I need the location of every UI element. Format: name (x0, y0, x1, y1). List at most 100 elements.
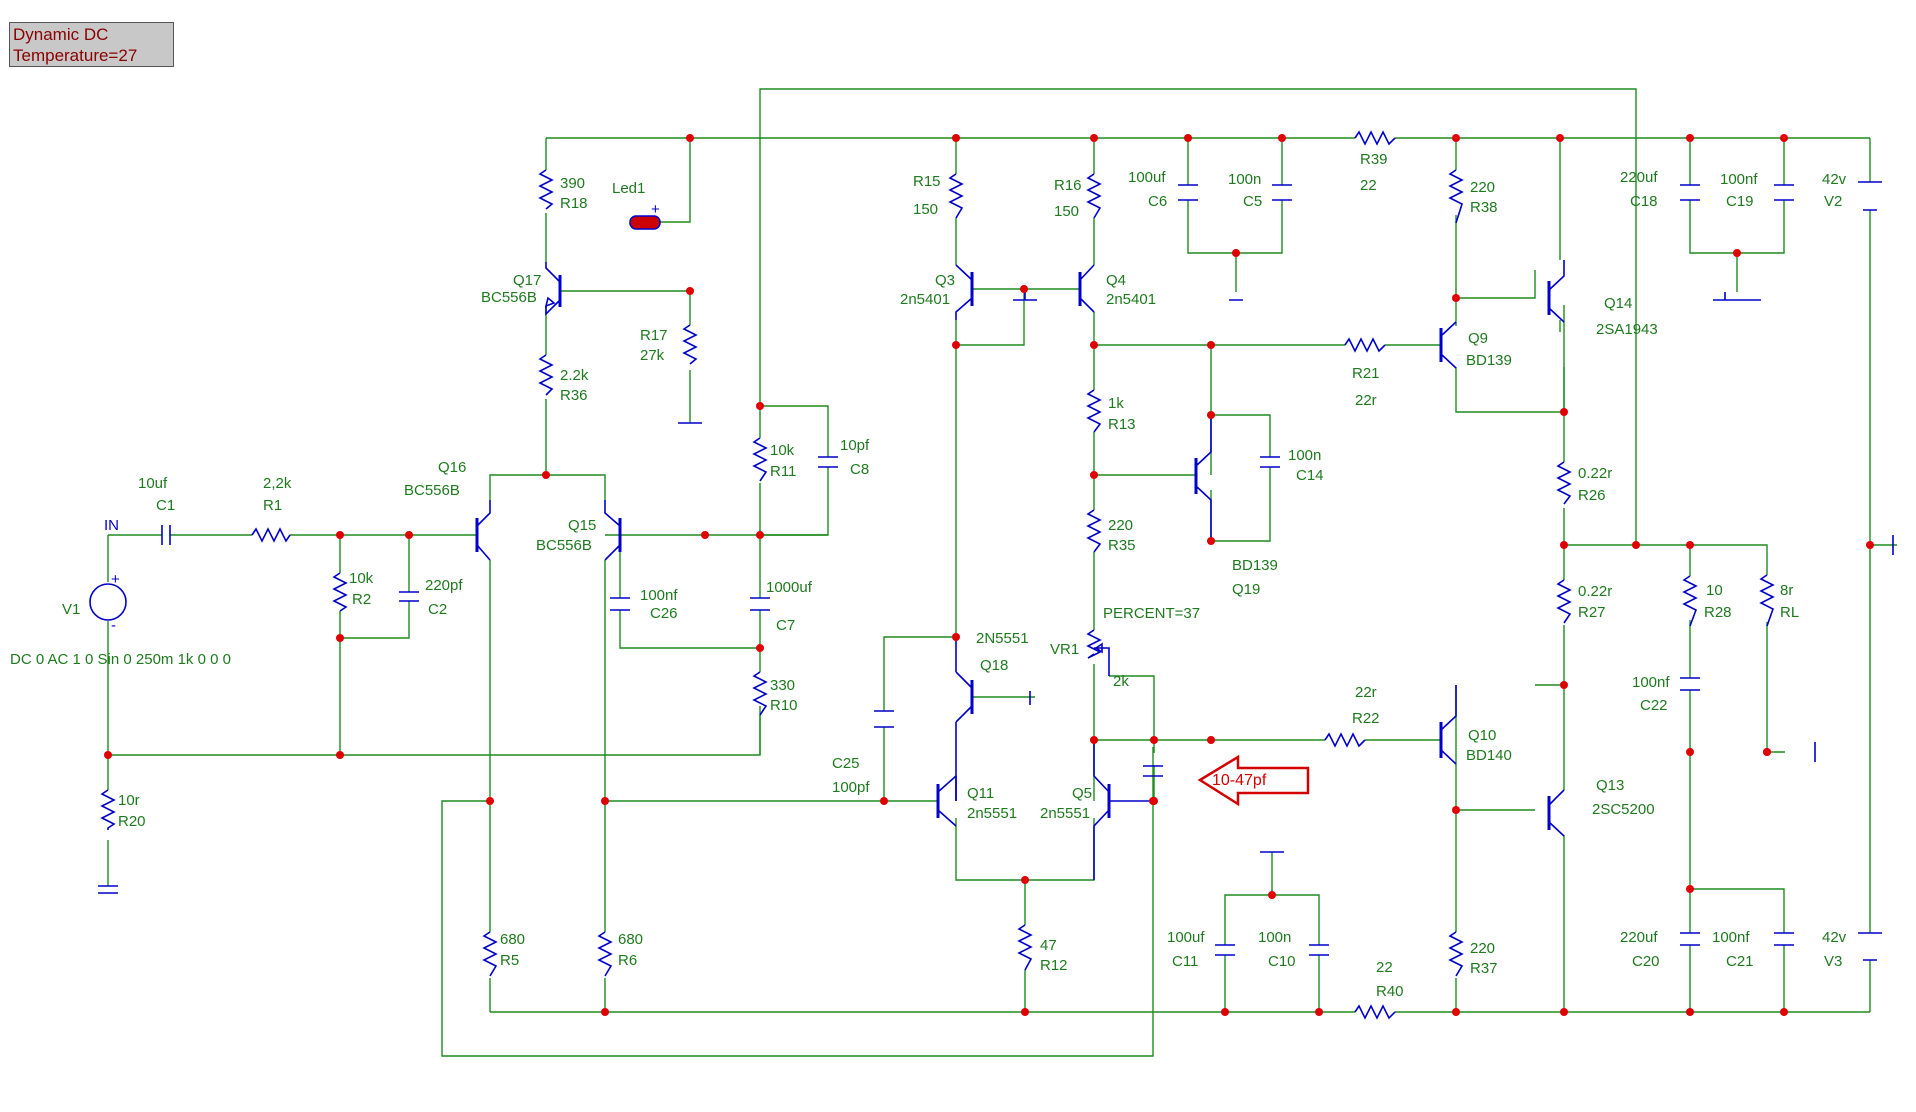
r26-name: R26 (1578, 487, 1606, 504)
r22-name: R22 (1352, 710, 1380, 727)
r21-name: R21 (1352, 365, 1380, 382)
ground-symbols (98, 292, 1894, 894)
c7-value: 1000uf (766, 579, 813, 596)
r18-value: 390 (560, 175, 585, 192)
r10-name: R10 (770, 697, 798, 714)
svg-text:+: + (651, 201, 660, 218)
r36-name: R36 (560, 387, 588, 404)
vr1-param: PERCENT=37 (1103, 605, 1200, 622)
annotation-text: 10-47pf (1212, 772, 1267, 789)
r28-value: 10 (1706, 582, 1723, 599)
transistor-q17 (544, 262, 562, 316)
vr1-name: VR1 (1050, 641, 1079, 658)
resistor-r38 (1448, 169, 1464, 224)
q14-name: Q14 (1604, 295, 1632, 312)
resistor-r5 (482, 931, 498, 977)
q17-model: BC556B (481, 289, 537, 306)
resistor-r18 (538, 169, 554, 210)
capacitor-c1 (161, 525, 171, 545)
resistor-r26 (1556, 461, 1572, 505)
q10-model: BD140 (1466, 747, 1512, 764)
c6-value: 100uf (1128, 169, 1166, 186)
resistor-r36 (538, 354, 554, 396)
q19-model: BD139 (1232, 557, 1278, 574)
r11-value: 10k (770, 442, 795, 459)
labels: IN V1 DC 0 AC 1 0 Sin 0 250m 1k 0 0 0 10… (10, 151, 1847, 1000)
rl-value: 8r (1780, 582, 1793, 599)
c1-name: C1 (156, 497, 175, 514)
r10-value: 330 (770, 677, 795, 694)
c8-value: 10pf (840, 437, 870, 454)
simulation-status-box: Dynamic DC Temperature=27 (9, 22, 174, 67)
resistor-r6 (597, 931, 613, 977)
transistor-q14 (1547, 260, 1565, 323)
resistor-rl (1759, 574, 1775, 627)
r16-value: 150 (1054, 203, 1079, 220)
c5-name: C5 (1243, 193, 1262, 210)
resistor-r2 (332, 572, 348, 612)
resistor-r10 (752, 671, 768, 716)
r35-value: 220 (1108, 517, 1133, 534)
r5-value: 680 (500, 931, 525, 948)
v3-name: V3 (1824, 953, 1842, 970)
q15-model: BC556B (536, 537, 592, 554)
r13-name: R13 (1108, 416, 1136, 433)
c2-value: 220pf (425, 577, 463, 594)
resistor-r35 (1086, 509, 1102, 553)
r2-name: R2 (352, 591, 371, 608)
capacitor-c6 (1178, 184, 1198, 201)
transistor-q13 (1547, 789, 1565, 837)
c7-name: C7 (776, 617, 795, 634)
r15-value: 150 (913, 201, 938, 218)
r17-value: 27k (640, 347, 665, 364)
capacitor-c10 (1309, 944, 1329, 956)
r2-value: 10k (349, 570, 374, 587)
r37-value: 220 (1470, 940, 1495, 957)
q17-name: Q17 (513, 272, 541, 289)
r27-name: R27 (1578, 604, 1606, 621)
resistor-r37 (1448, 931, 1464, 977)
c20-value: 220uf (1620, 929, 1658, 946)
r22-value: 22r (1355, 684, 1377, 701)
transistor-q15 (604, 500, 622, 561)
status-line-2: Temperature=27 (13, 46, 138, 65)
capacitor-c19 (1774, 184, 1794, 201)
capacitor-c5 (1272, 184, 1292, 201)
resistor-r39 (1354, 130, 1396, 146)
c22-name: C22 (1640, 697, 1668, 714)
capacitor-c21 (1774, 932, 1794, 946)
resistor-r40 (1354, 1004, 1396, 1020)
q15-name: Q15 (568, 517, 596, 534)
q9-model: BD139 (1466, 352, 1512, 369)
v2-name: V2 (1824, 193, 1842, 210)
v1-name: V1 (62, 601, 80, 618)
q10-name: Q10 (1468, 727, 1496, 744)
q9-name: Q9 (1468, 330, 1488, 347)
transistor-q10 (1439, 685, 1457, 765)
c26-value: 100nf (640, 587, 678, 604)
q3-model: 2n5401 (900, 291, 950, 308)
led1-name: Led1 (612, 180, 645, 197)
capacitor-c7 (750, 597, 770, 611)
v3-value: 42v (1822, 929, 1847, 946)
resistor-r15 (948, 173, 964, 219)
svg-text:+: + (111, 571, 120, 588)
transistor-q16 (475, 500, 491, 561)
r36-value: 2.2k (560, 367, 589, 384)
transistor-q3 (955, 264, 974, 320)
q4-name: Q4 (1106, 272, 1126, 289)
rl-name: RL (1780, 604, 1799, 621)
q14-model: 2SA1943 (1596, 321, 1658, 338)
c19-value: 100nf (1720, 171, 1758, 188)
c21-value: 100nf (1712, 929, 1750, 946)
svg-text:-: - (111, 617, 116, 634)
c20-name: C20 (1632, 953, 1660, 970)
wires (107, 88, 1897, 1057)
c18-value: 220uf (1620, 169, 1658, 186)
capacitor-c14 (1260, 456, 1280, 468)
q13-model: 2SC5200 (1592, 801, 1655, 818)
transistor-q19 (1194, 415, 1212, 541)
transistor-q5 (1093, 740, 1153, 880)
capacitor-c25 (874, 710, 894, 728)
